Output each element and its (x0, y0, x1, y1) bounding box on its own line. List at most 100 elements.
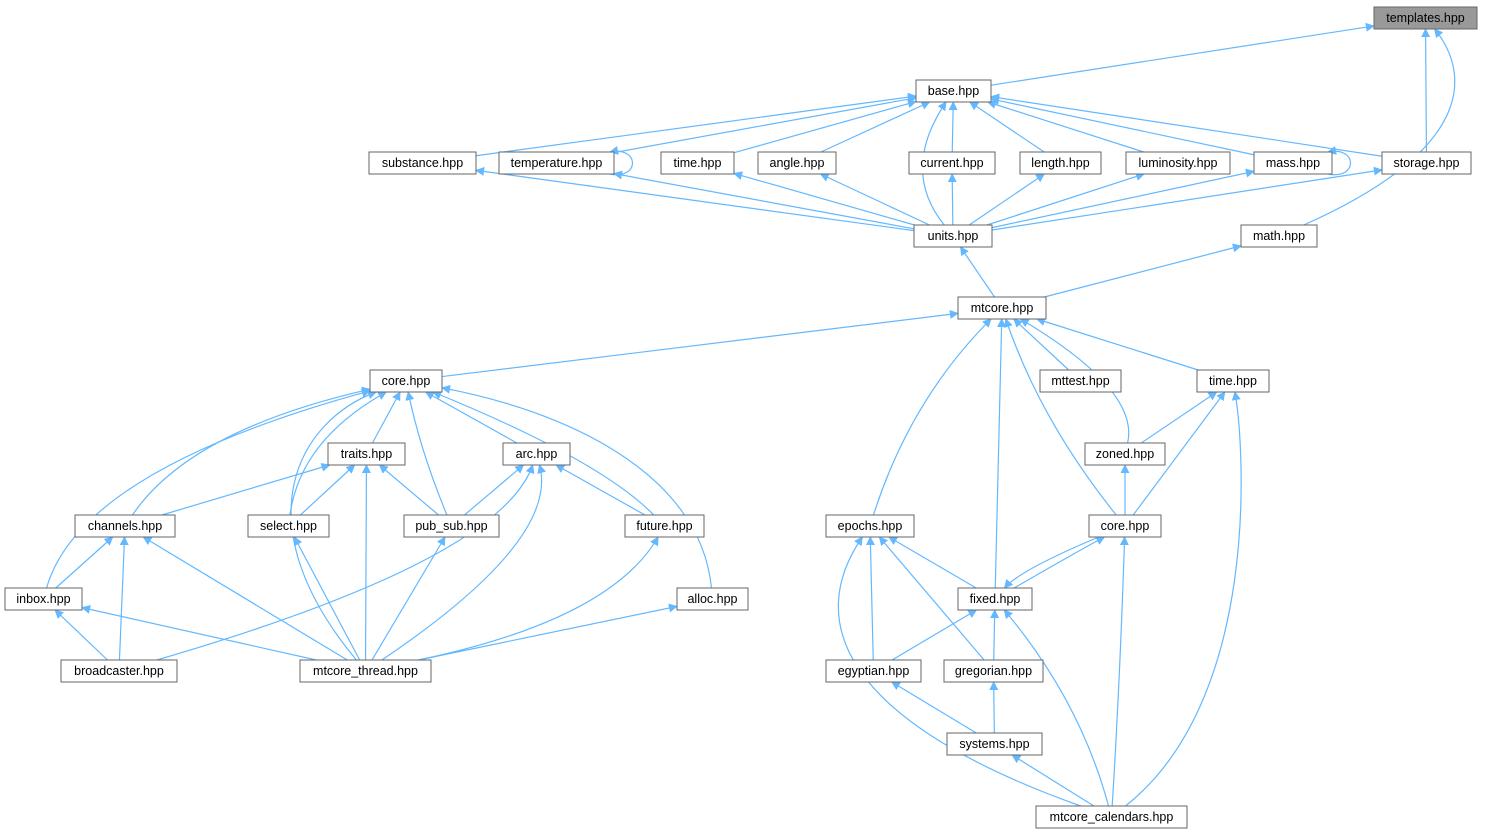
node-length[interactable]: length.hpp (1019, 151, 1102, 175)
node-alloc[interactable]: alloc.hpp (676, 587, 749, 611)
node-systems[interactable]: systems.hpp (946, 732, 1043, 756)
node-temperature[interactable]: temperature.hpp (498, 151, 615, 175)
node-units[interactable]: units.hpp (913, 224, 993, 248)
edge-systems-to-egyptian (890, 681, 977, 734)
edge-broadcaster-to-arc (156, 464, 535, 661)
node-box (825, 659, 922, 683)
edge-units-to-luminosity (986, 172, 1145, 226)
node-base[interactable]: base.hpp (915, 79, 992, 103)
node-label: angle.hpp (770, 156, 825, 170)
node-label: core.hpp (382, 374, 431, 388)
edge-broadcaster-to-inbox (54, 609, 108, 661)
node-substance[interactable]: substance.hpp (368, 151, 477, 175)
node-fixed[interactable]: fixed.hpp (957, 587, 1033, 611)
node-current[interactable]: current.hpp (908, 151, 996, 175)
node-select[interactable]: select.hpp (247, 514, 330, 538)
edge-mtcore_thread-to-alloc (418, 603, 678, 661)
node-time_c[interactable]: time.hpp (1196, 369, 1270, 393)
edge-length-to-base (969, 101, 1045, 153)
edge-pub_sub-to-core_t (405, 391, 448, 516)
edge-core_c-to-fixed (1003, 536, 1099, 589)
edge-pub_sub-to-arc (464, 464, 525, 516)
edge-units-to-mass (991, 168, 1255, 229)
edge-mtcore_thread-to-inbox (81, 604, 317, 661)
node-box (624, 514, 705, 538)
node-label: current.hpp (920, 156, 983, 170)
node-label: alloc.hpp (687, 592, 737, 606)
node-mass[interactable]: mass.hpp (1253, 151, 1333, 175)
node-box (74, 514, 176, 538)
edge-systems-to-gregorian (989, 681, 999, 734)
node-epochs[interactable]: epochs.hpp (825, 514, 915, 538)
node-label: templates.hpp (1386, 11, 1465, 25)
edge-future-to-core_t (432, 390, 655, 516)
edge-substance-to-base (475, 92, 917, 157)
node-label: arc.hpp (516, 447, 558, 461)
edge-mtcore_calendars-to-core_c (1111, 536, 1129, 807)
node-angle[interactable]: angle.hpp (757, 151, 837, 175)
node-time_u[interactable]: time.hpp (660, 151, 735, 175)
node-pub_sub[interactable]: pub_sub.hpp (403, 514, 500, 538)
node-box (1240, 224, 1318, 248)
node-label: epochs.hpp (838, 519, 903, 533)
node-label: gregorian.hpp (955, 664, 1032, 678)
node-zoned[interactable]: zoned.hpp (1084, 442, 1166, 466)
node-inbox[interactable]: inbox.hpp (4, 587, 83, 611)
edge-select-to-core_t (289, 391, 388, 516)
node-traits[interactable]: traits.hpp (327, 442, 406, 466)
node-math[interactable]: math.hpp (1240, 224, 1318, 248)
node-box (943, 659, 1044, 683)
node-mttest[interactable]: mttest.hpp (1039, 369, 1122, 393)
node-templates[interactable]: templates.hpp (1373, 6, 1478, 30)
node-box (1253, 151, 1333, 175)
node-box (327, 442, 406, 466)
node-broadcaster[interactable]: broadcaster.hpp (60, 659, 178, 683)
node-label: mttest.hpp (1051, 374, 1109, 388)
node-label: inbox.hpp (16, 592, 70, 606)
node-label: mtcore_calendars.hpp (1050, 810, 1174, 824)
node-core_c[interactable]: core.hpp (1088, 514, 1162, 538)
edge-gregorian-to-epochs (878, 536, 985, 661)
node-label: traits.hpp (341, 447, 392, 461)
edge-fixed-to-epochs (888, 536, 977, 589)
node-label: egyptian.hpp (838, 664, 910, 678)
edge-luminosity-to-base (986, 100, 1144, 153)
node-core_t[interactable]: core.hpp (369, 369, 443, 393)
node-label: units.hpp (928, 229, 979, 243)
node-channels[interactable]: channels.hpp (74, 514, 176, 538)
edge-traits-to-core_t (371, 391, 401, 444)
edge-units-to-storage (991, 166, 1383, 231)
node-label: storage.hpp (1393, 156, 1459, 170)
edge-mtcore-to-units (959, 246, 996, 298)
edge-core_c-to-time_c (1132, 391, 1226, 516)
node-label: length.hpp (1031, 156, 1089, 170)
edge-storage-to-base (990, 93, 1383, 157)
edge-mtcore_thread-to-arc (381, 464, 546, 661)
node-luminosity[interactable]: luminosity.hpp (1125, 151, 1231, 175)
node-label: temperature.hpp (511, 156, 603, 170)
node-box (946, 732, 1043, 756)
node-mtcore_thread[interactable]: mtcore_thread.hpp (299, 659, 432, 683)
node-mtcore_calendars[interactable]: mtcore_calendars.hpp (1035, 805, 1188, 829)
node-storage[interactable]: storage.hpp (1381, 151, 1472, 175)
node-box (676, 587, 749, 611)
node-label: future.hpp (636, 519, 692, 533)
node-label: time.hpp (674, 156, 722, 170)
edge-fixed-to-mtcore (994, 318, 1007, 589)
node-future[interactable]: future.hpp (624, 514, 705, 538)
node-box (369, 369, 443, 393)
node-arc[interactable]: arc.hpp (502, 442, 571, 466)
edge-time_c-to-mtcore (1035, 317, 1199, 371)
edge-channels-to-traits (161, 463, 331, 516)
node-box (913, 224, 993, 248)
node-box (1125, 151, 1231, 175)
node-gregorian[interactable]: gregorian.hpp (943, 659, 1044, 683)
node-label: channels.hpp (88, 519, 162, 533)
edge-mass-to-mass (1327, 146, 1352, 176)
edge-current-to-base (948, 101, 958, 153)
node-egyptian[interactable]: egyptian.hpp (825, 659, 922, 683)
node-mtcore[interactable]: mtcore.hpp (957, 296, 1047, 320)
node-label: zoned.hpp (1096, 447, 1154, 461)
node-label: core.hpp (1101, 519, 1150, 533)
